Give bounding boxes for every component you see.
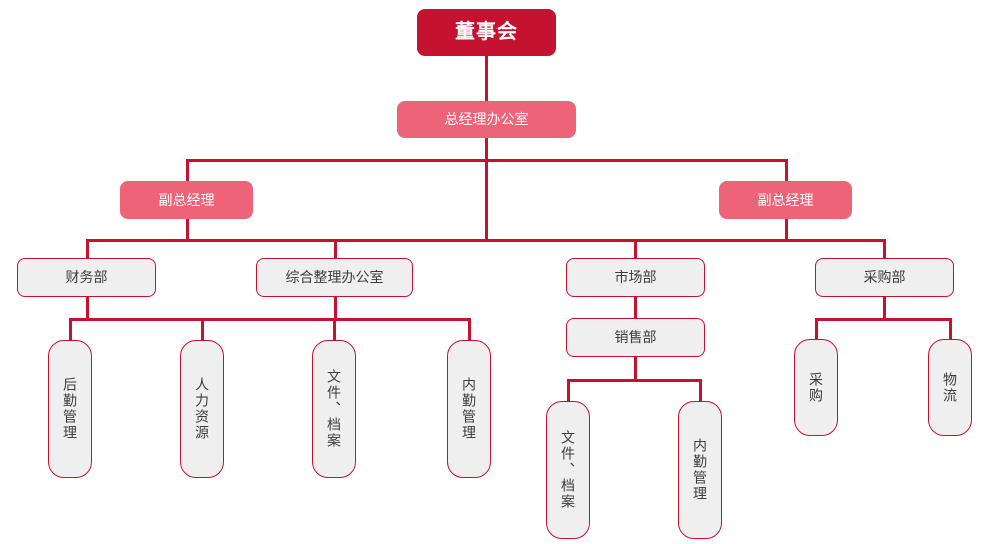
node-board[interactable]: 董事会 <box>417 9 556 56</box>
node-logistics-mgmt-label: 后勤管理 <box>62 377 78 441</box>
connector-bus-to-deputy-gm-left <box>186 159 189 181</box>
connector-bus-left-leaves <box>69 318 471 321</box>
connector-bus-to-general-admin-office <box>334 239 337 258</box>
node-human-resources[interactable]: 人力资源 <box>180 340 224 478</box>
node-internal-mgmt-1-label: 内勤管理 <box>461 377 477 441</box>
node-deputy-gm-left-label: 副总经理 <box>158 191 215 208</box>
node-deputy-gm-left[interactable]: 副总经理 <box>120 181 253 219</box>
connector-bus-to-deputy-gm-right <box>785 159 788 181</box>
connector-deputy-gm-right-down <box>785 219 788 240</box>
node-logistics-label: 物流 <box>942 371 958 404</box>
connector-finance-dept-down <box>86 297 89 319</box>
node-docs-archives-1-label: 文件、档案 <box>326 369 342 449</box>
node-docs-archives-2-label: 文件、档案 <box>560 430 576 510</box>
node-market-dept-label: 市场部 <box>614 269 657 286</box>
node-sales-dept-label: 销售部 <box>614 329 657 346</box>
connector-bus-to-internal-mgmt-2 <box>699 379 702 401</box>
connector-bus-to-docs-archives-1 <box>333 318 336 340</box>
node-purchase-dept-label: 采购部 <box>863 269 906 286</box>
node-docs-archives-1[interactable]: 文件、档案 <box>312 340 356 478</box>
connector-bus-to-logistics <box>949 318 952 339</box>
node-internal-mgmt-2-label: 内勤管理 <box>692 438 708 502</box>
node-general-admin-office[interactable]: 综合整理办公室 <box>256 258 413 297</box>
connector-board-to-gm-office <box>485 56 488 101</box>
connector-bus-purchase-leaves <box>815 318 952 321</box>
node-internal-mgmt-1[interactable]: 内勤管理 <box>447 340 491 478</box>
connector-bus-to-docs-archives-2 <box>567 379 570 401</box>
connector-bus-to-logistics-mgmt <box>69 318 72 340</box>
node-deputy-gm-right-label: 副总经理 <box>757 191 814 208</box>
connector-bus-to-internal-mgmt-1 <box>468 318 471 340</box>
connector-bus-sales-leaves <box>567 379 702 382</box>
node-internal-mgmt-2[interactable]: 内勤管理 <box>678 401 722 539</box>
connector-bus-to-purchase-dept <box>883 239 886 258</box>
node-purchasing[interactable]: 采购 <box>794 339 838 436</box>
connector-gm-office-down <box>485 138 488 240</box>
connector-bus-deputy-gm <box>186 159 787 162</box>
connector-deputy-gm-left-down <box>186 219 189 240</box>
node-finance-dept-label: 财务部 <box>65 269 108 286</box>
node-logistics[interactable]: 物流 <box>928 339 972 436</box>
node-logistics-mgmt[interactable]: 后勤管理 <box>48 340 92 478</box>
node-deputy-gm-right[interactable]: 副总经理 <box>719 181 852 219</box>
node-general-admin-office-label: 综合整理办公室 <box>285 269 384 286</box>
node-gm-office-label: 总经理办公室 <box>444 111 529 128</box>
node-purchase-dept[interactable]: 采购部 <box>815 258 954 297</box>
node-gm-office[interactable]: 总经理办公室 <box>397 101 576 138</box>
connector-bus-departments <box>86 239 886 242</box>
node-human-resources-label: 人力资源 <box>194 377 210 441</box>
connector-bus-to-finance-dept <box>86 239 89 258</box>
node-market-dept[interactable]: 市场部 <box>566 258 705 297</box>
connector-bus-to-human-resources <box>201 318 204 340</box>
connector-purchase-dept-down <box>883 297 886 319</box>
connector-sales-dept-down <box>634 357 637 379</box>
connector-market-dept-to-sales-dept <box>634 297 637 319</box>
connector-general-admin-office-down <box>334 297 337 319</box>
node-sales-dept[interactable]: 销售部 <box>566 318 705 357</box>
connector-bus-to-purchasing <box>815 318 818 339</box>
node-board-label: 董事会 <box>455 20 518 43</box>
connector-bus-to-market-dept <box>634 239 637 258</box>
node-finance-dept[interactable]: 财务部 <box>17 258 156 297</box>
node-docs-archives-2[interactable]: 文件、档案 <box>546 401 590 539</box>
node-purchasing-label: 采购 <box>808 371 824 404</box>
